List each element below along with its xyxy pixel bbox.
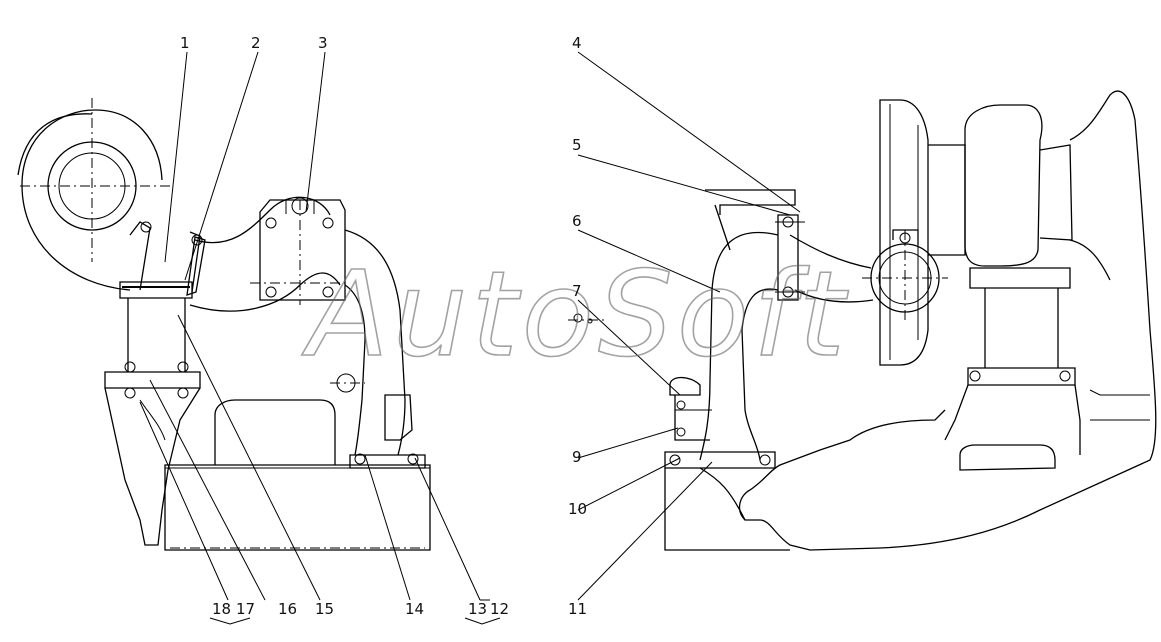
callout-7: 7 xyxy=(572,282,582,300)
callout-1: 1 xyxy=(180,34,190,52)
callout-16: 16 xyxy=(278,600,297,618)
callout-15: 15 xyxy=(315,600,334,618)
callout-5: 5 xyxy=(572,136,582,154)
callout-13: 13 xyxy=(468,600,487,618)
callout-9: 9 xyxy=(572,448,582,466)
callout-11: 11 xyxy=(568,600,587,618)
callout-18: 18 xyxy=(212,600,231,618)
callout-6: 6 xyxy=(572,212,582,230)
left-leaders xyxy=(139,51,490,601)
right-view xyxy=(568,90,1157,551)
callout-labels: 1 2 3 4 5 6 7 9 10 11 12 13 14 15 16 17 … xyxy=(180,34,587,618)
callout-12: 12 xyxy=(490,600,509,618)
callout-2: 2 xyxy=(251,34,261,52)
callout-10: 10 xyxy=(568,500,587,518)
right-leaders xyxy=(577,51,801,601)
callout-4: 4 xyxy=(572,34,582,52)
callout-14: 14 xyxy=(405,600,424,618)
callout-17: 17 xyxy=(236,600,255,618)
label-brackets xyxy=(209,617,501,625)
autosoft-watermark: AutoSoft xyxy=(301,245,849,383)
callout-3: 3 xyxy=(318,34,328,52)
